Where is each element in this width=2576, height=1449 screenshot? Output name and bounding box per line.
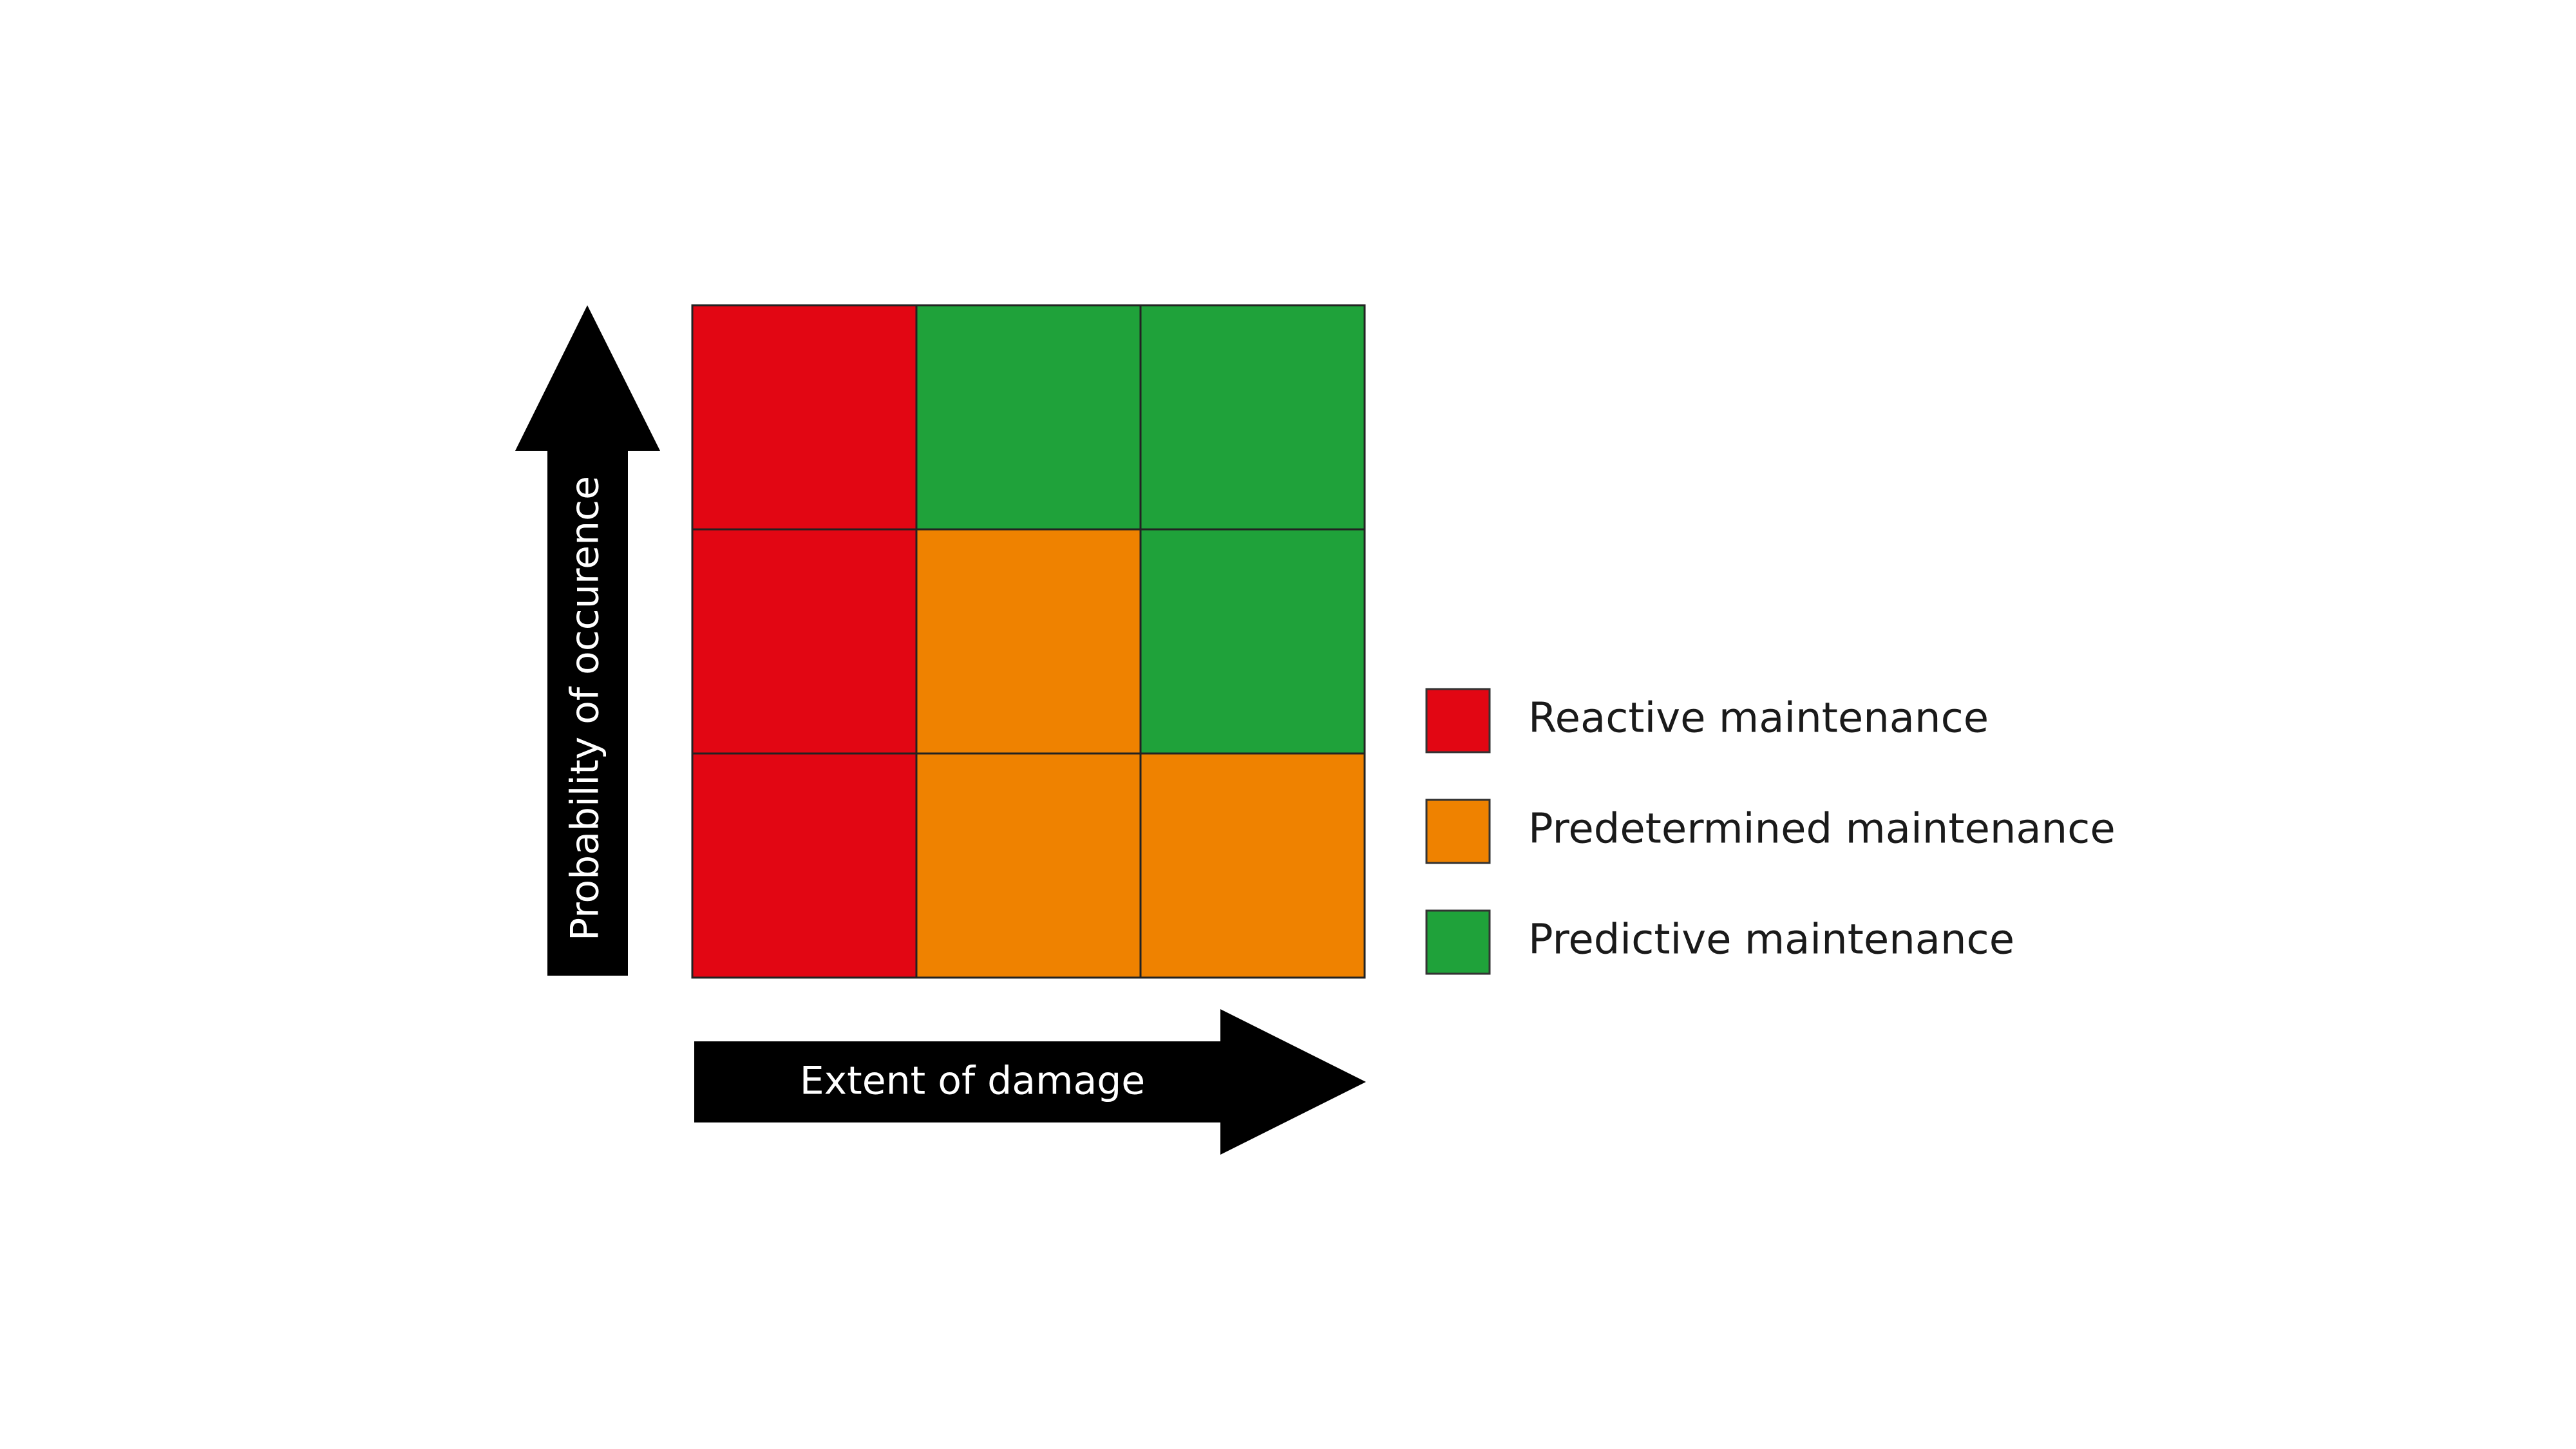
- matrix-cell-predictive: [915, 304, 1142, 531]
- x-axis-arrow: Extent of damage: [694, 1009, 1366, 1155]
- matrix-cell-predetermined: [915, 528, 1142, 755]
- matrix-cell-reactive: [691, 752, 918, 979]
- matrix-cell-reactive: [691, 304, 918, 531]
- legend-swatch-predetermined: [1425, 799, 1491, 864]
- legend-item-reactive: Reactive maintenance: [1425, 688, 1989, 753]
- legend-swatch-predictive: [1425, 909, 1491, 975]
- matrix-cell-predictive: [1139, 528, 1366, 755]
- x-axis-label: Extent of damage: [800, 1059, 1145, 1104]
- matrix-cell-predictive: [1139, 304, 1366, 531]
- legend-item-predictive: Predictive maintenance: [1425, 909, 2014, 975]
- y-axis-arrow-shape: [515, 305, 660, 976]
- y-axis-label: Probability of occurence: [563, 476, 608, 941]
- matrix-cell-predetermined: [915, 752, 1142, 979]
- legend-label-predictive: Predictive maintenance: [1528, 916, 2014, 964]
- legend-swatch-reactive: [1425, 688, 1491, 753]
- legend-item-predetermined: Predetermined maintenance: [1425, 799, 2116, 864]
- matrix-cell-predetermined: [1139, 752, 1366, 979]
- x-axis-arrow-shape: [694, 1009, 1366, 1155]
- matrix-cell-reactive: [691, 528, 918, 755]
- legend-label-predetermined: Predetermined maintenance: [1528, 806, 2116, 853]
- risk-matrix-grid: [691, 304, 1366, 979]
- y-axis-arrow: Probability of occurence: [515, 305, 660, 976]
- legend-label-reactive: Reactive maintenance: [1528, 695, 1989, 743]
